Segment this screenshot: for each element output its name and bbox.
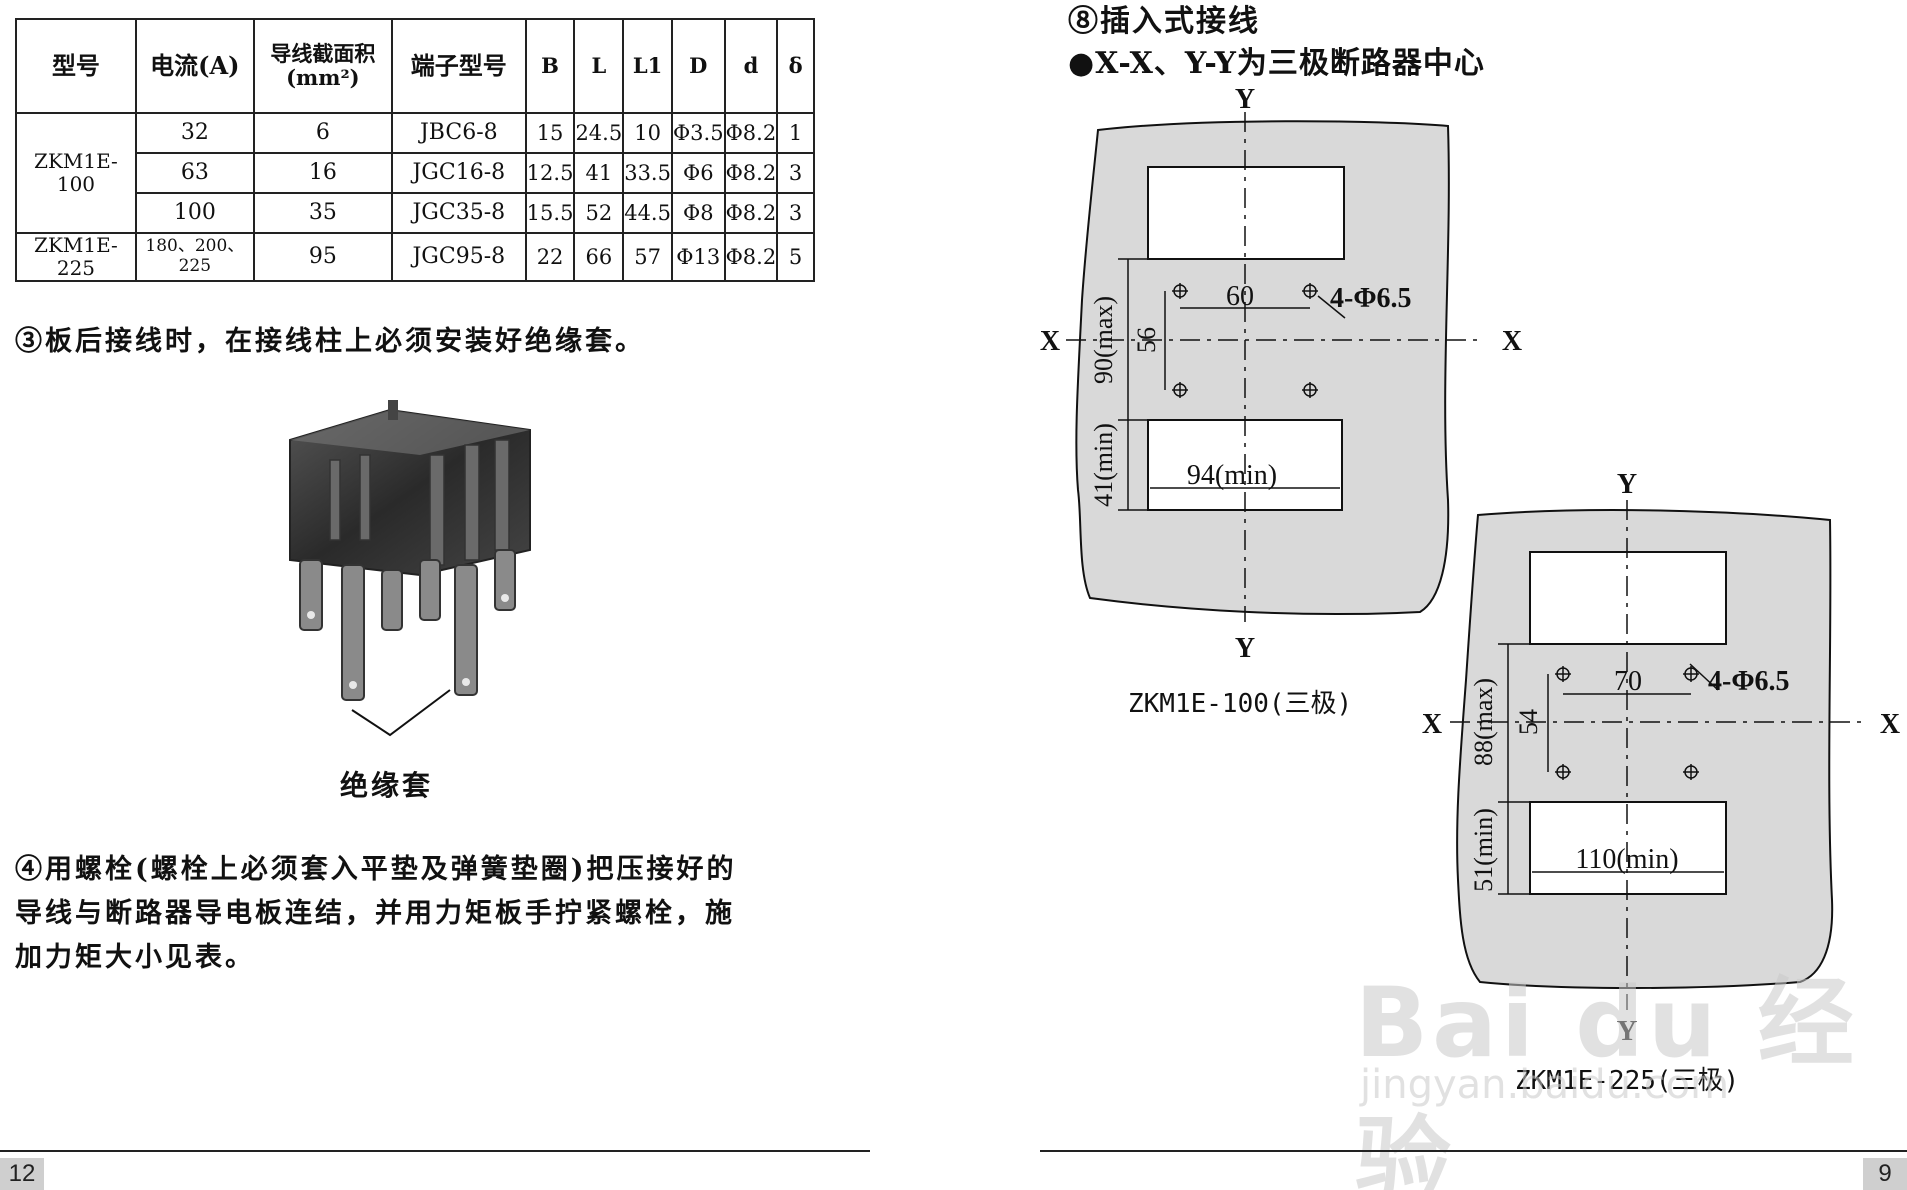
table-cell: 5 (776, 232, 815, 282)
table-cell: 16 (252, 152, 393, 194)
right-page-number: 9 (1863, 1158, 1907, 1190)
table-cell: 3 (776, 152, 815, 194)
table-cell: JGC95-8 (390, 232, 527, 282)
table-cell: 32 (134, 112, 255, 154)
dimension-lines (1118, 258, 1346, 511)
table-cell: 12.5 (524, 152, 576, 194)
max-dimension-label: 90(max) (1089, 296, 1118, 384)
header-b: B (524, 18, 576, 114)
diagram1-caption: ZKM1E-100(三极) (1128, 689, 1353, 719)
header-d-lower: d (723, 18, 779, 114)
paragraph-3: ③板后接线时，在接线柱上必须安装好绝缘套。 (15, 326, 645, 357)
table-cell: Φ13 (670, 232, 726, 282)
table-cell: Φ8 (670, 192, 726, 234)
mounting-holes (1172, 283, 1318, 398)
table-cell: JGC35-8 (390, 192, 527, 234)
x-label-right: X (1502, 326, 1522, 357)
y-label-bottom: Y (1235, 633, 1255, 664)
width-dimension-label: 110(min) (1575, 844, 1678, 875)
header-l1: L1 (622, 18, 673, 114)
model-cell: ZKM1E-100 (15, 112, 137, 234)
header-wire-section: 导线截面积(mm²) (252, 18, 393, 114)
header-model: 型号 (15, 18, 137, 114)
table-cell: Φ6 (670, 152, 726, 194)
specification-table: 型号 电流(A) 导线截面积(mm²) 端子型号 B L L1 D d δ ZK… (15, 18, 815, 282)
holes-label: 4-Φ6.5 (1708, 666, 1790, 697)
insulation-sleeve-photo (289, 400, 531, 737)
holes-label: 4-Φ6.5 (1330, 283, 1412, 314)
vertical-spacing-label: 54 (1514, 709, 1543, 735)
upper-cutout (1529, 551, 1727, 645)
diagram2-caption: ZKM1E-225(三极) (1515, 1066, 1740, 1096)
table-cell: 1 (776, 112, 815, 154)
table-cell: 24.5 (573, 112, 625, 154)
header-current: 电流(A) (134, 18, 255, 114)
table-cell: 52 (573, 192, 625, 234)
table-cell: 57 (622, 232, 673, 282)
hole-spacing-label: 70 (1614, 666, 1642, 697)
table-cell: 22 (524, 232, 576, 282)
y-label-top: Y (1235, 84, 1255, 115)
table-row: 100 35 JGC35-8 15.5 52 44.5 Φ8 Φ8.2 3 (16, 192, 815, 234)
header-terminal: 端子型号 (390, 18, 527, 114)
table-cell: 33.5 (622, 152, 673, 194)
x-label-left: X (1040, 326, 1060, 357)
table-cell: 180、200、225 (134, 232, 255, 282)
insulation-sleeve-label: 绝缘套 (340, 769, 434, 802)
min-dimension-label: 51(min) (1469, 808, 1498, 892)
mounting-holes (1555, 666, 1699, 780)
upper-cutout (1147, 166, 1345, 260)
header-d-upper: D (670, 18, 726, 114)
table-cell: 35 (252, 192, 393, 234)
table-cell: Φ8.2 (723, 192, 779, 234)
header-delta: δ (776, 18, 815, 114)
table-cell: 10 (622, 112, 673, 154)
dimension-lines (1498, 643, 1724, 895)
min-dimension-label: 41(min) (1089, 423, 1118, 507)
table-row: 63 16 JGC16-8 12.5 41 33.5 Φ6 Φ8.2 3 (16, 152, 815, 194)
table-cell: 66 (573, 232, 625, 282)
table-cell: Φ8.2 (723, 232, 779, 282)
table-cell: JGC16-8 (390, 152, 527, 194)
max-dimension-label: 88(max) (1469, 678, 1498, 766)
table-cell: 44.5 (622, 192, 673, 234)
x-label-right: X (1880, 709, 1900, 740)
right-footer-rule (1040, 1150, 1907, 1152)
y-label-top: Y (1617, 469, 1637, 500)
vertical-spacing-label: 56 (1132, 327, 1161, 353)
table-row: ZKM1E-100 32 6 JBC6-8 15 24.5 10 Φ3.5 Φ8… (15, 112, 815, 234)
diagram-zkm1e-225: 70 4-Φ6.5 54 88(max) 51(min) 110(min) Y … (1422, 469, 1900, 1047)
y-label-bottom: Y (1617, 1016, 1637, 1047)
header-l: L (573, 18, 625, 114)
model-cell: ZKM1E-225 (15, 232, 137, 282)
hole-spacing-label: 60 (1226, 281, 1254, 312)
diagram-zkm1e-100: 60 4-Φ6.5 56 90(max) 41(min) 94(min) Y Y… (1040, 84, 1522, 664)
table-cell: Φ3.5 (670, 112, 726, 154)
table-cell: 41 (573, 152, 625, 194)
table-cell: 95 (252, 232, 393, 282)
lower-cutout (1529, 801, 1727, 895)
table-cell: 15.5 (524, 192, 576, 234)
table-cell: JBC6-8 (390, 112, 527, 154)
table-cell: 63 (134, 152, 255, 194)
section-note: ●X-X、Y-Y为三极断路器中心 (1068, 46, 1485, 81)
x-label-left: X (1422, 709, 1442, 740)
table-header-row: 型号 电流(A) 导线截面积(mm²) 端子型号 B L L1 D d δ (15, 18, 815, 114)
section-title: ⑧插入式接线 (1068, 4, 1260, 39)
table-cell: 6 (252, 112, 393, 154)
table-cell: 15 (524, 112, 576, 154)
width-dimension-label: 94(min) (1187, 460, 1277, 491)
table-row: ZKM1E-225 180、200、225 95 JGC95-8 22 66 5… (15, 232, 815, 282)
table-cell: 3 (776, 192, 815, 234)
table-cell: Φ8.2 (723, 112, 779, 154)
table-cell: 100 (134, 192, 255, 234)
left-page-number: 12 (0, 1158, 44, 1190)
table-cell: Φ8.2 (723, 152, 779, 194)
left-footer-rule (0, 1150, 870, 1152)
paragraph-4: ④用螺栓(螺栓上必须套入平垫及弹簧垫圈)把压接好的 导线与断路器导电板连结，并用… (15, 854, 737, 973)
